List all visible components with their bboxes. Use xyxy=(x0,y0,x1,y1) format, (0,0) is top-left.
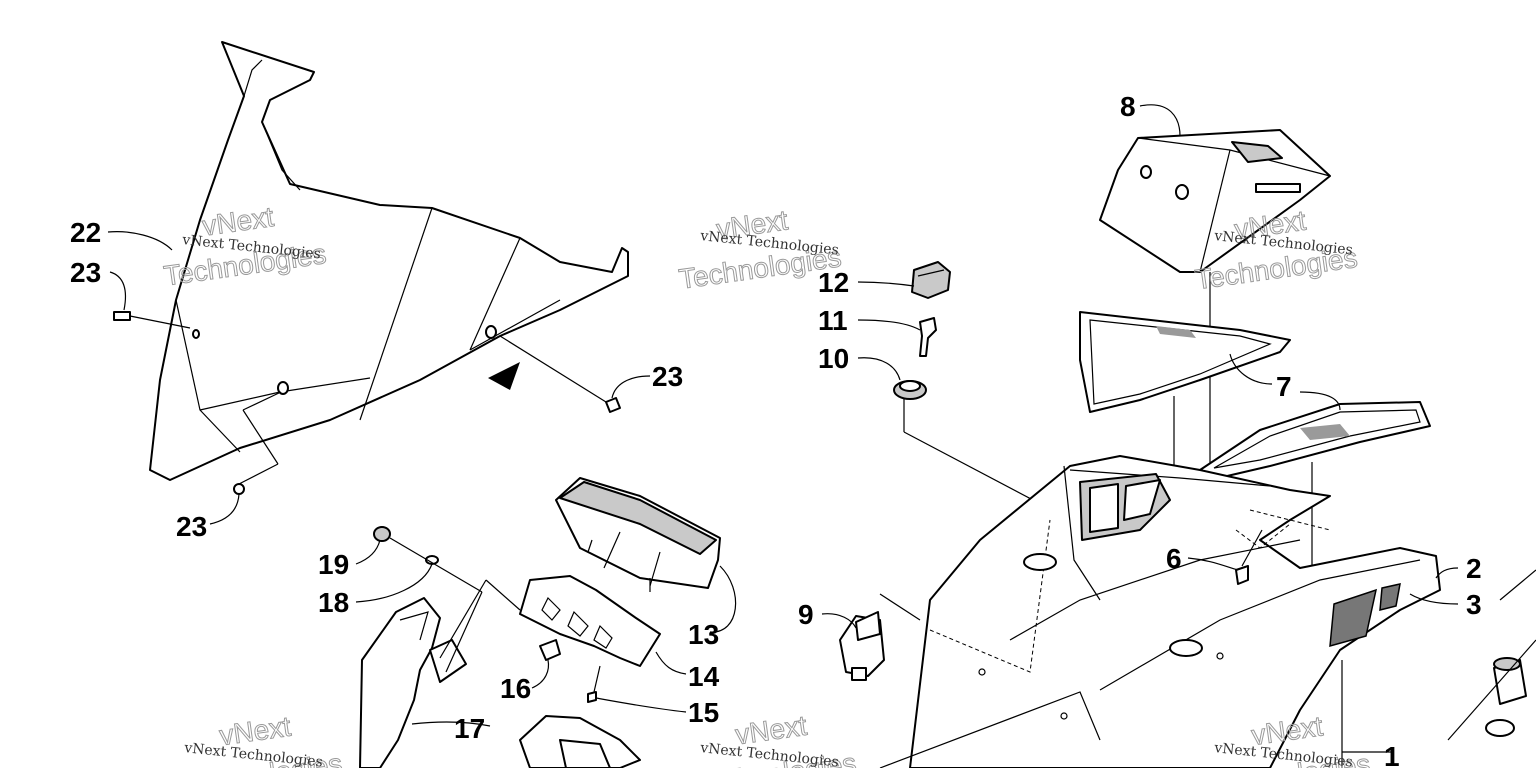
callout-2: 2 xyxy=(1466,553,1482,584)
arrow-marker xyxy=(488,362,520,390)
storage-box xyxy=(1099,129,1331,273)
callout-labels: 22 23 23 23 19 18 16 17 15 14 13 12 11 1… xyxy=(70,91,1482,768)
power-socket xyxy=(1485,657,1527,737)
ignition-key xyxy=(919,317,937,357)
gauge xyxy=(555,477,721,592)
callout-1: 1 xyxy=(1384,741,1400,768)
callout-6: 6 xyxy=(1166,543,1182,574)
callout-11: 11 xyxy=(818,305,848,336)
bracket-17 xyxy=(359,597,641,768)
key-cap xyxy=(911,261,951,299)
lens-right xyxy=(1199,401,1431,481)
gauge-bracket xyxy=(519,575,661,667)
callout-17: 17 xyxy=(454,713,485,744)
clip-15 xyxy=(587,691,597,703)
callout-8: 8 xyxy=(1120,91,1136,122)
callout-7: 7 xyxy=(1276,371,1292,402)
callout-22: 22 xyxy=(70,217,101,248)
callout-12: 12 xyxy=(818,267,849,298)
callout-14: 14 xyxy=(688,661,720,692)
callout-15: 15 xyxy=(688,697,719,728)
callout-16: 16 xyxy=(500,673,531,704)
screw-6 xyxy=(1235,529,1263,585)
windshield xyxy=(149,41,629,481)
callout-9: 9 xyxy=(798,599,814,630)
callout-10: 10 xyxy=(818,343,849,374)
bolt-16 xyxy=(539,639,561,661)
switch-9 xyxy=(839,611,885,681)
callout-leaders xyxy=(107,104,1459,753)
hood-fairing xyxy=(879,455,1441,768)
nut-19 xyxy=(373,526,391,542)
callout-23-left: 23 xyxy=(70,257,101,288)
screw-23 xyxy=(113,311,621,495)
callout-23-right: 23 xyxy=(652,361,683,392)
callout-18: 18 xyxy=(318,587,349,618)
callout-13: 13 xyxy=(688,619,719,650)
callout-23-bottom: 23 xyxy=(176,511,207,542)
lens-left xyxy=(1079,311,1291,413)
callout-19: 19 xyxy=(318,549,349,580)
callout-3: 3 xyxy=(1466,589,1482,620)
ignition-nut xyxy=(893,380,927,400)
